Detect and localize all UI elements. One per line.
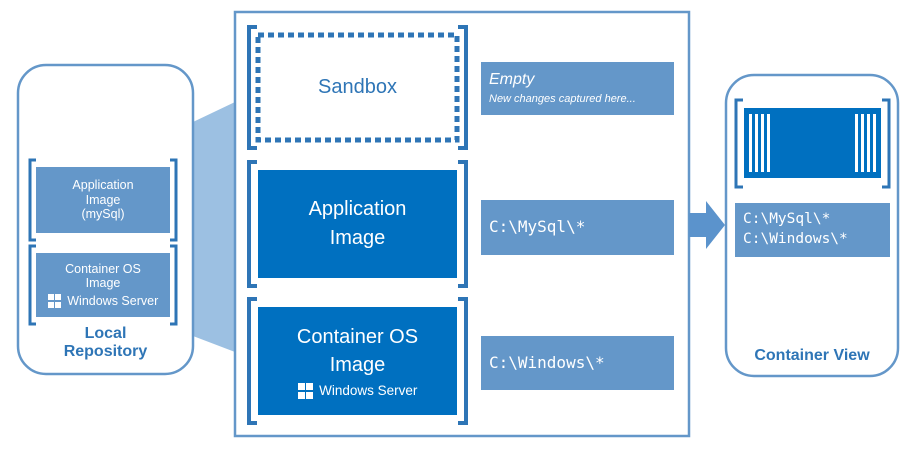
- container-icon: [734, 98, 891, 189]
- application-path-label: C:\MySql\*: [489, 217, 586, 237]
- container-view-paths-box: [735, 203, 890, 257]
- container-os-image-label: Container OS Image: [296, 326, 419, 377]
- os-path-box: [481, 336, 674, 390]
- container-view-paths: C:\MySql\* C:\Windows\*: [743, 211, 848, 247]
- sandbox-note-box: [481, 62, 674, 115]
- repo-container-os-image-group: Container OS Image Windows Server: [36, 253, 170, 317]
- windows-server-brand: Windows Server: [297, 383, 418, 399]
- local-repository-label: Local Repository: [63, 324, 148, 360]
- arrow-right-icon: [689, 201, 725, 249]
- sandbox-layer: [255, 32, 460, 143]
- repo-brackets: [28, 158, 178, 326]
- container-os-layer: [258, 307, 457, 415]
- repo-windows-server-label: Windows Server: [67, 293, 159, 308]
- os-path-label: C:\Windows\*: [489, 352, 605, 372]
- windows-logo-icon: [297, 383, 314, 399]
- sandbox-note-detail: New changes captured here...: [489, 92, 636, 105]
- application-image-layer: [258, 170, 457, 278]
- container-os-layer-group: Container OS Image Windows Server: [258, 307, 457, 415]
- application-path-box: [481, 200, 674, 255]
- layer-brackets: [247, 25, 468, 425]
- sandbox-note-title: Empty: [489, 71, 535, 89]
- connector-funnel: [193, 102, 235, 352]
- repo-application-image-label: Application Image (mySql): [72, 178, 134, 222]
- windows-logo-icon: [47, 294, 62, 308]
- repo-application-image-box: [36, 167, 170, 233]
- repo-container-os-image-label: Container OS Image: [65, 261, 141, 291]
- sandbox-label: Sandbox: [318, 76, 397, 98]
- container-view-label: Container View: [754, 346, 870, 364]
- windows-server-label: Windows Server: [319, 383, 418, 399]
- application-image-label: Application Image: [308, 198, 407, 249]
- sandbox-note: Empty New changes captured here...: [481, 62, 674, 115]
- repo-windows-server-brand: Windows Server: [47, 293, 159, 308]
